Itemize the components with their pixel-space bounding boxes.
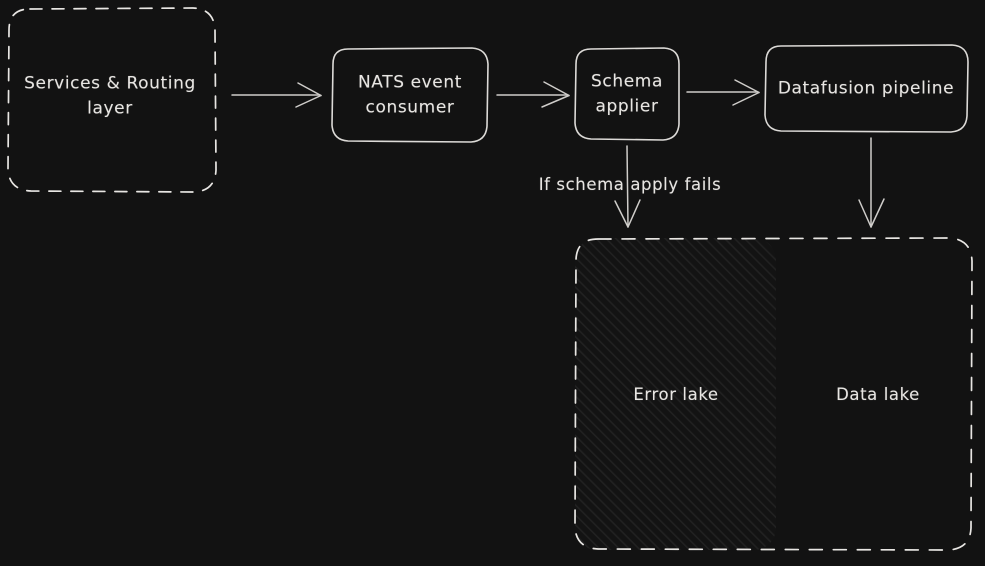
node-datafusion-pipeline[interactable] (764, 44, 969, 133)
edge-datafusion-to-data-lake (858, 137, 885, 228)
container-lakes (574, 237, 973, 551)
error-lake-hatch-fill (575, 238, 776, 550)
node-nats-event-consumer[interactable] (331, 47, 489, 143)
node-schema-applier[interactable] (574, 47, 680, 141)
edge-nats-to-schema-applier (496, 81, 570, 108)
edge-schema-applier-to-error-lake (614, 145, 641, 228)
node-services-routing-layer[interactable] (7, 7, 217, 193)
edge-services-to-nats (231, 82, 322, 108)
edge-schema-applier-to-datafusion (686, 79, 760, 106)
